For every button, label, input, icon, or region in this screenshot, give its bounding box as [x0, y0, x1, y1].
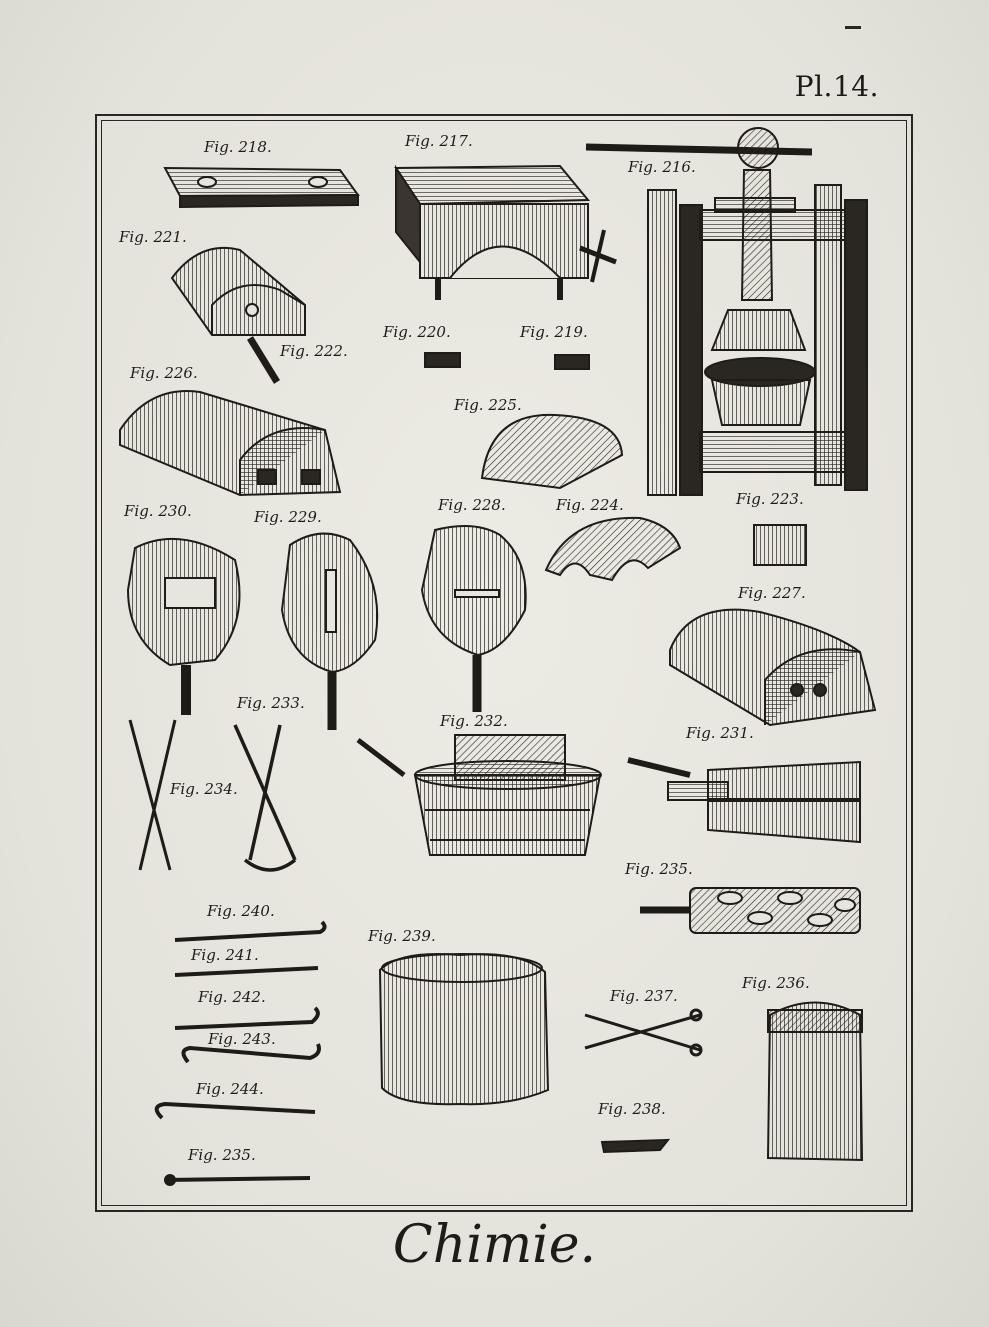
fig-233-tongs [233, 724, 297, 872]
fig-219-piece [554, 354, 590, 370]
plate-inner-rule [101, 120, 907, 1206]
fig-236-label: Fig. 236. [742, 974, 810, 992]
fig-228-label: Fig. 228. [438, 496, 506, 514]
fig-218-label: Fig. 218. [204, 138, 272, 156]
fig-241-label: Fig. 241. [191, 946, 259, 964]
fig-220-piece [424, 352, 461, 368]
fig-221-half-cylinder [170, 246, 306, 384]
fig-235-label-top: Fig. 235. [625, 860, 693, 878]
fig-238-label: Fig. 238. [598, 1100, 666, 1118]
plate-title: Chimie. [392, 1215, 597, 1275]
fig-227-tunnel [669, 608, 877, 727]
fig-230-paddle [126, 537, 241, 715]
ink-mark [845, 26, 861, 29]
fig-237-tongs [584, 1008, 703, 1057]
fig-229-paddle [280, 532, 379, 730]
fig-239-label: Fig. 239. [368, 927, 436, 945]
fig-229-label: Fig. 229. [254, 508, 322, 526]
fig-223-label: Fig. 223. [736, 490, 804, 508]
fig-239-cage [378, 953, 550, 1106]
fig-235-roller [640, 887, 861, 934]
fig-222-label: Fig. 222. [280, 342, 348, 360]
fig-233-label: Fig. 233. [237, 694, 305, 712]
fig-243-label: Fig. 243. [208, 1030, 276, 1048]
fig-225-label: Fig. 225. [454, 396, 522, 414]
fig-225-dome [480, 413, 624, 490]
fig-217-label: Fig. 217. [405, 132, 473, 150]
hooks-series [154, 920, 327, 1186]
fig-216-label: Fig. 216. [628, 158, 696, 176]
fig-237-label: Fig. 237. [610, 987, 678, 1005]
fig-219-label: Fig. 219. [520, 323, 588, 341]
fig-226-label: Fig. 226. [130, 364, 198, 382]
fig-232-label: Fig. 232. [440, 712, 508, 730]
fig-236-brush [766, 1001, 864, 1162]
fig-231-label: Fig. 231. [686, 724, 754, 742]
fig-234-tongs [128, 719, 177, 871]
fig-234-label: Fig. 234. [170, 780, 238, 798]
fig-231-machine [627, 757, 861, 844]
fig-230-label: Fig. 230. [124, 502, 192, 520]
fig-221-label: Fig. 221. [119, 228, 187, 246]
fig-232-tub [356, 734, 602, 856]
fig-216-press [585, 127, 868, 496]
fig-240-label: Fig. 240. [207, 902, 275, 920]
plate-number: Pl.14. [794, 70, 879, 103]
fig-223-cube [753, 524, 807, 566]
fig-235-label-bottom: Fig. 235. [188, 1146, 256, 1164]
fig-238-wedge [600, 1138, 671, 1154]
fig-224-arch [544, 516, 682, 582]
fig-244-label: Fig. 244. [196, 1080, 264, 1098]
fig-227-label: Fig. 227. [738, 584, 806, 602]
fig-218-plank [163, 166, 360, 209]
fig-217-block [394, 164, 617, 300]
fig-226-tunnel [119, 390, 342, 497]
fig-220-label: Fig. 220. [383, 323, 451, 341]
fig-224-label: Fig. 224. [556, 496, 624, 514]
plate-frame [95, 114, 913, 1212]
fig-242-label: Fig. 242. [198, 988, 266, 1006]
fig-228-paddle [420, 525, 527, 712]
